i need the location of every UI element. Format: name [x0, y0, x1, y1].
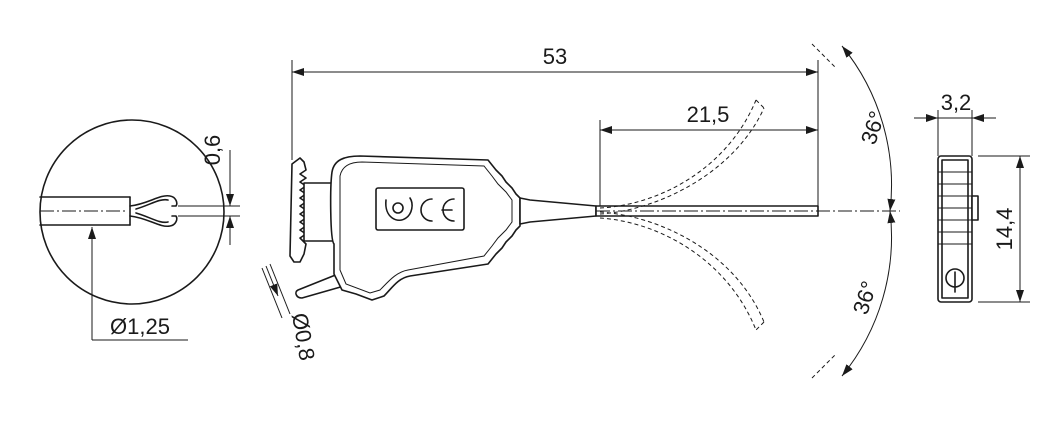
dim-overall-length: 53 — [291, 44, 819, 210]
probe-length-label: 21,5 — [687, 102, 730, 127]
side-height-label: 14,4 — [992, 208, 1017, 251]
housing — [329, 155, 521, 301]
side-width-label: 3,2 — [941, 90, 972, 115]
detail-view: 0,6 Ø1,25 — [39, 119, 240, 341]
marking-plate — [375, 187, 465, 231]
angle-upper-label: 36° — [856, 108, 890, 147]
probe-body — [289, 99, 900, 331]
manufacturer-logo-icon — [385, 197, 413, 222]
ce-mark-icon — [420, 198, 455, 222]
wire-diameter-label: Ø1,25 — [110, 314, 170, 339]
dim-probe-length: 21,5 — [599, 102, 818, 206]
overall-length-label: 53 — [543, 44, 567, 69]
spring-pin — [295, 273, 345, 299]
pin-diameter-label: Ø0,8 — [287, 311, 320, 362]
detail-circle — [39, 119, 225, 305]
angle-lower-label: 36° — [848, 278, 882, 317]
hook-gap-label: 0,6 — [200, 135, 225, 166]
side-view: 3,2 14,4 — [914, 90, 1030, 303]
dim-pin-diameter: Ø0,8 — [261, 263, 320, 362]
